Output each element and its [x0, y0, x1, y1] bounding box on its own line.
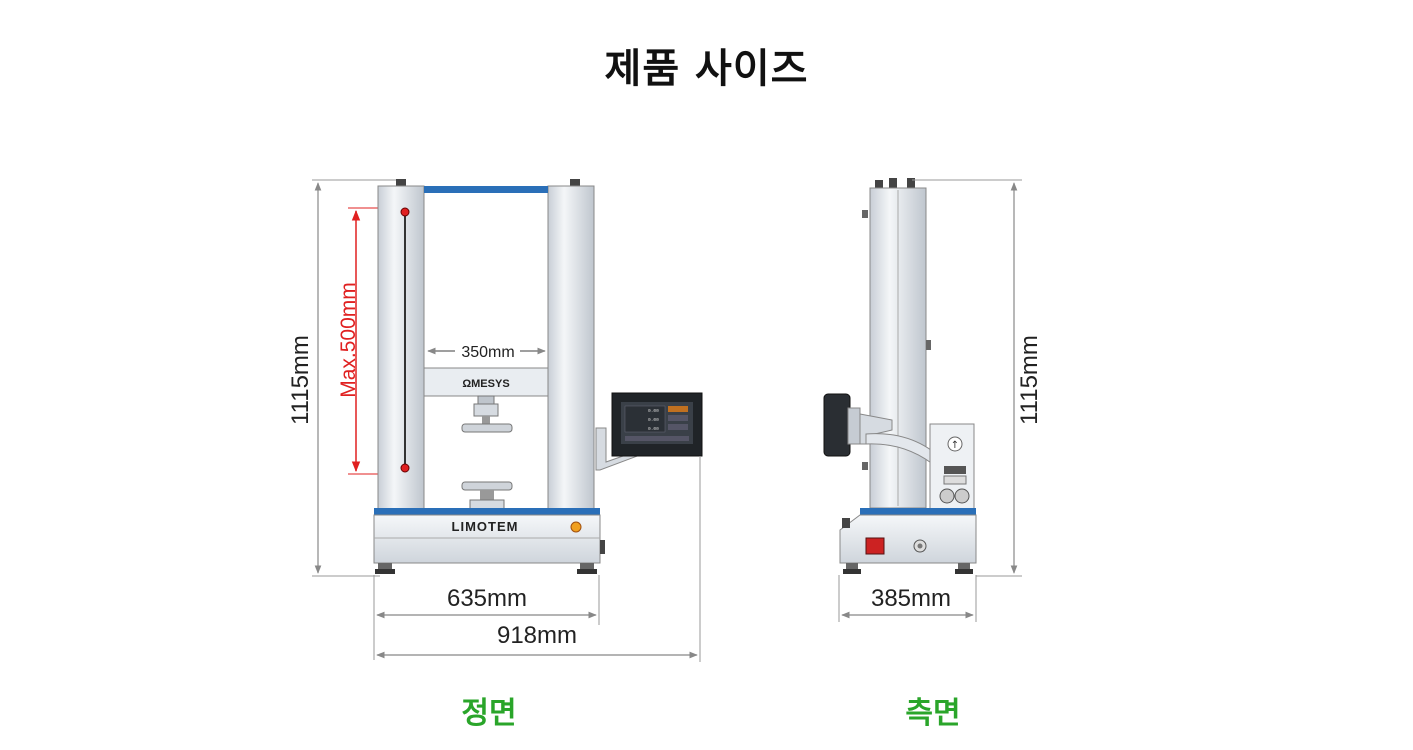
power-switch-icon — [865, 537, 885, 555]
inner-width-dimension: 350mm — [427, 344, 546, 361]
base-brand: LIMOTEM — [452, 519, 519, 534]
side-base — [839, 514, 977, 564]
front-height-label: 1115mm — [287, 335, 314, 425]
lower-platen — [461, 481, 513, 491]
screen-value-1: 0.00 — [648, 408, 659, 414]
right-column — [547, 185, 595, 511]
front-view-caption: 정면 — [461, 696, 517, 731]
upper-platen — [461, 423, 513, 433]
side-view: ↑ 1115mm 385mm — [823, 178, 1043, 622]
max-stroke-label: Max.500mm — [337, 282, 360, 398]
page-title: 제품 사이즈 — [604, 46, 809, 92]
screen-value-2: 0.00 — [648, 417, 659, 423]
left-column — [377, 185, 425, 511]
front-view: 1115mm Max.500mm 350mm ΩMESYS — [287, 179, 703, 662]
inner-width-label: 350mm — [461, 344, 514, 361]
screen-value-3: 0.00 — [648, 426, 659, 432]
total-width-dimension: 918mm — [376, 456, 701, 662]
side-view-caption: 측면 — [905, 696, 961, 731]
crosshead-brand: ΩMESYS — [462, 378, 509, 390]
emergency-stop-icon — [570, 521, 582, 533]
front-height-dimension: 1115mm — [287, 179, 405, 577]
side-touch-screen — [823, 393, 851, 457]
max-stroke-dimension: Max.500mm — [337, 207, 400, 475]
side-height-dimension: 1115mm — [912, 179, 1043, 577]
top-beam — [424, 186, 548, 193]
svg-text:↑: ↑ — [951, 440, 959, 451]
total-width-label: 918mm — [497, 622, 577, 649]
base-width-label: 635mm — [447, 585, 527, 612]
base-width-dimension: 635mm — [373, 575, 600, 660]
side-depth-label: 385mm — [871, 585, 951, 612]
side-depth-dimension: 385mm — [838, 575, 977, 622]
side-height-label: 1115mm — [1016, 335, 1043, 425]
front-base — [373, 514, 601, 564]
